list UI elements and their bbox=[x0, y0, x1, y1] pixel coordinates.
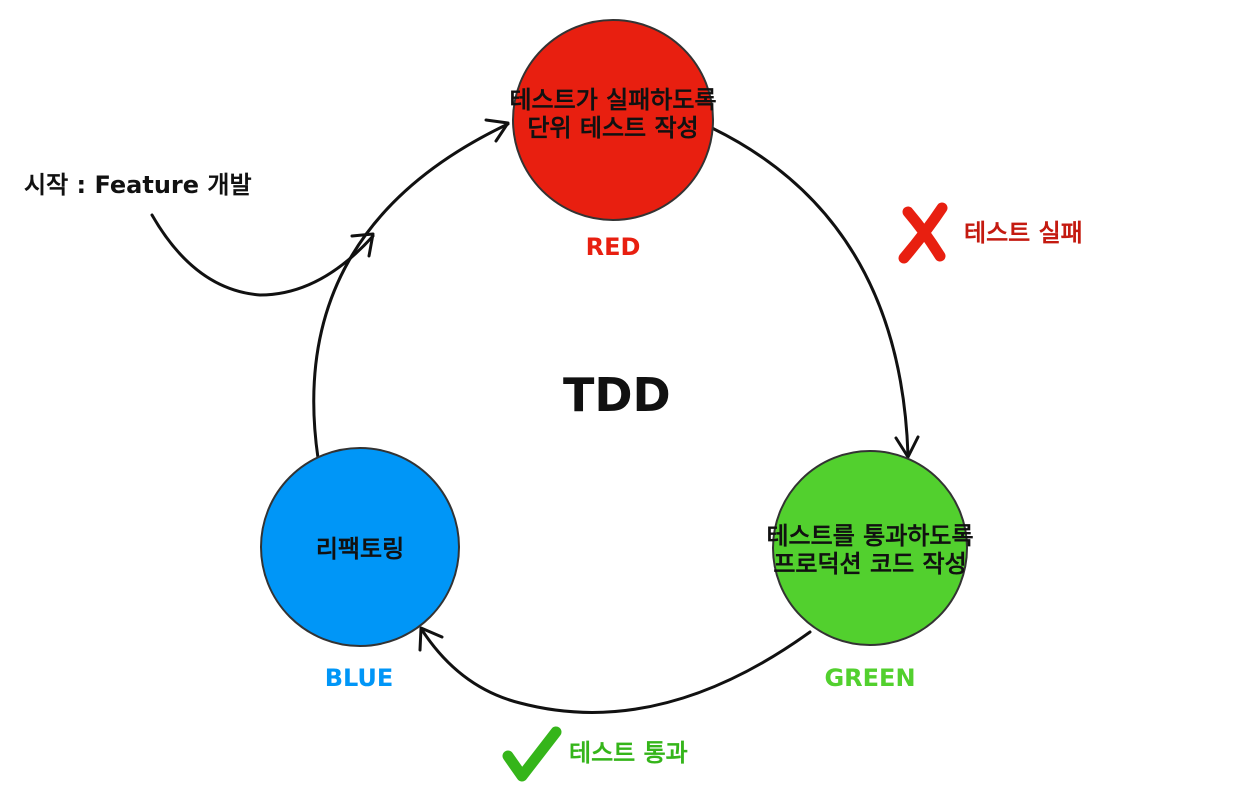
red-node bbox=[512, 19, 714, 221]
cross-mark-icon bbox=[898, 202, 948, 264]
blue-node-text: 리팩토링 bbox=[260, 535, 460, 563]
arc-green-to-blue bbox=[420, 628, 812, 714]
arc-red-to-green bbox=[710, 126, 910, 457]
blue-node-text-line: 리팩토링 bbox=[315, 535, 405, 563]
red-node-text: 테스트가 실패하도록 단위 테스트 작성 bbox=[473, 86, 753, 142]
green-node-text: 테스트를 통과하도록 프로덕션 코드 작성 bbox=[730, 522, 1010, 578]
arc-blue-to-red bbox=[312, 122, 510, 460]
green-node bbox=[772, 450, 968, 646]
green-node-text-line: 프로덕션 코드 작성 bbox=[773, 550, 967, 578]
check-mark-icon bbox=[502, 726, 562, 782]
start-label: 시작 : Feature 개발 bbox=[24, 171, 252, 199]
pass-label: 테스트 통과 bbox=[569, 739, 688, 767]
fail-label: 테스트 실패 bbox=[964, 219, 1083, 247]
start-arrowhead bbox=[350, 232, 375, 258]
arrowhead-green bbox=[894, 435, 920, 459]
blue-node bbox=[260, 447, 460, 647]
arrowhead-blue bbox=[418, 626, 444, 652]
red-label: RED bbox=[585, 233, 641, 261]
red-node-text-line: 테스트가 실패하도록 bbox=[509, 86, 717, 114]
red-node-text-line: 단위 테스트 작성 bbox=[527, 114, 699, 142]
green-node-text-line: 테스트를 통과하도록 bbox=[766, 522, 974, 550]
diagram-title: TDD bbox=[563, 368, 671, 422]
blue-label: BLUE bbox=[324, 664, 394, 692]
start-arrow bbox=[150, 213, 375, 297]
arrowhead-red bbox=[484, 118, 510, 143]
green-label: GREEN bbox=[824, 664, 916, 692]
